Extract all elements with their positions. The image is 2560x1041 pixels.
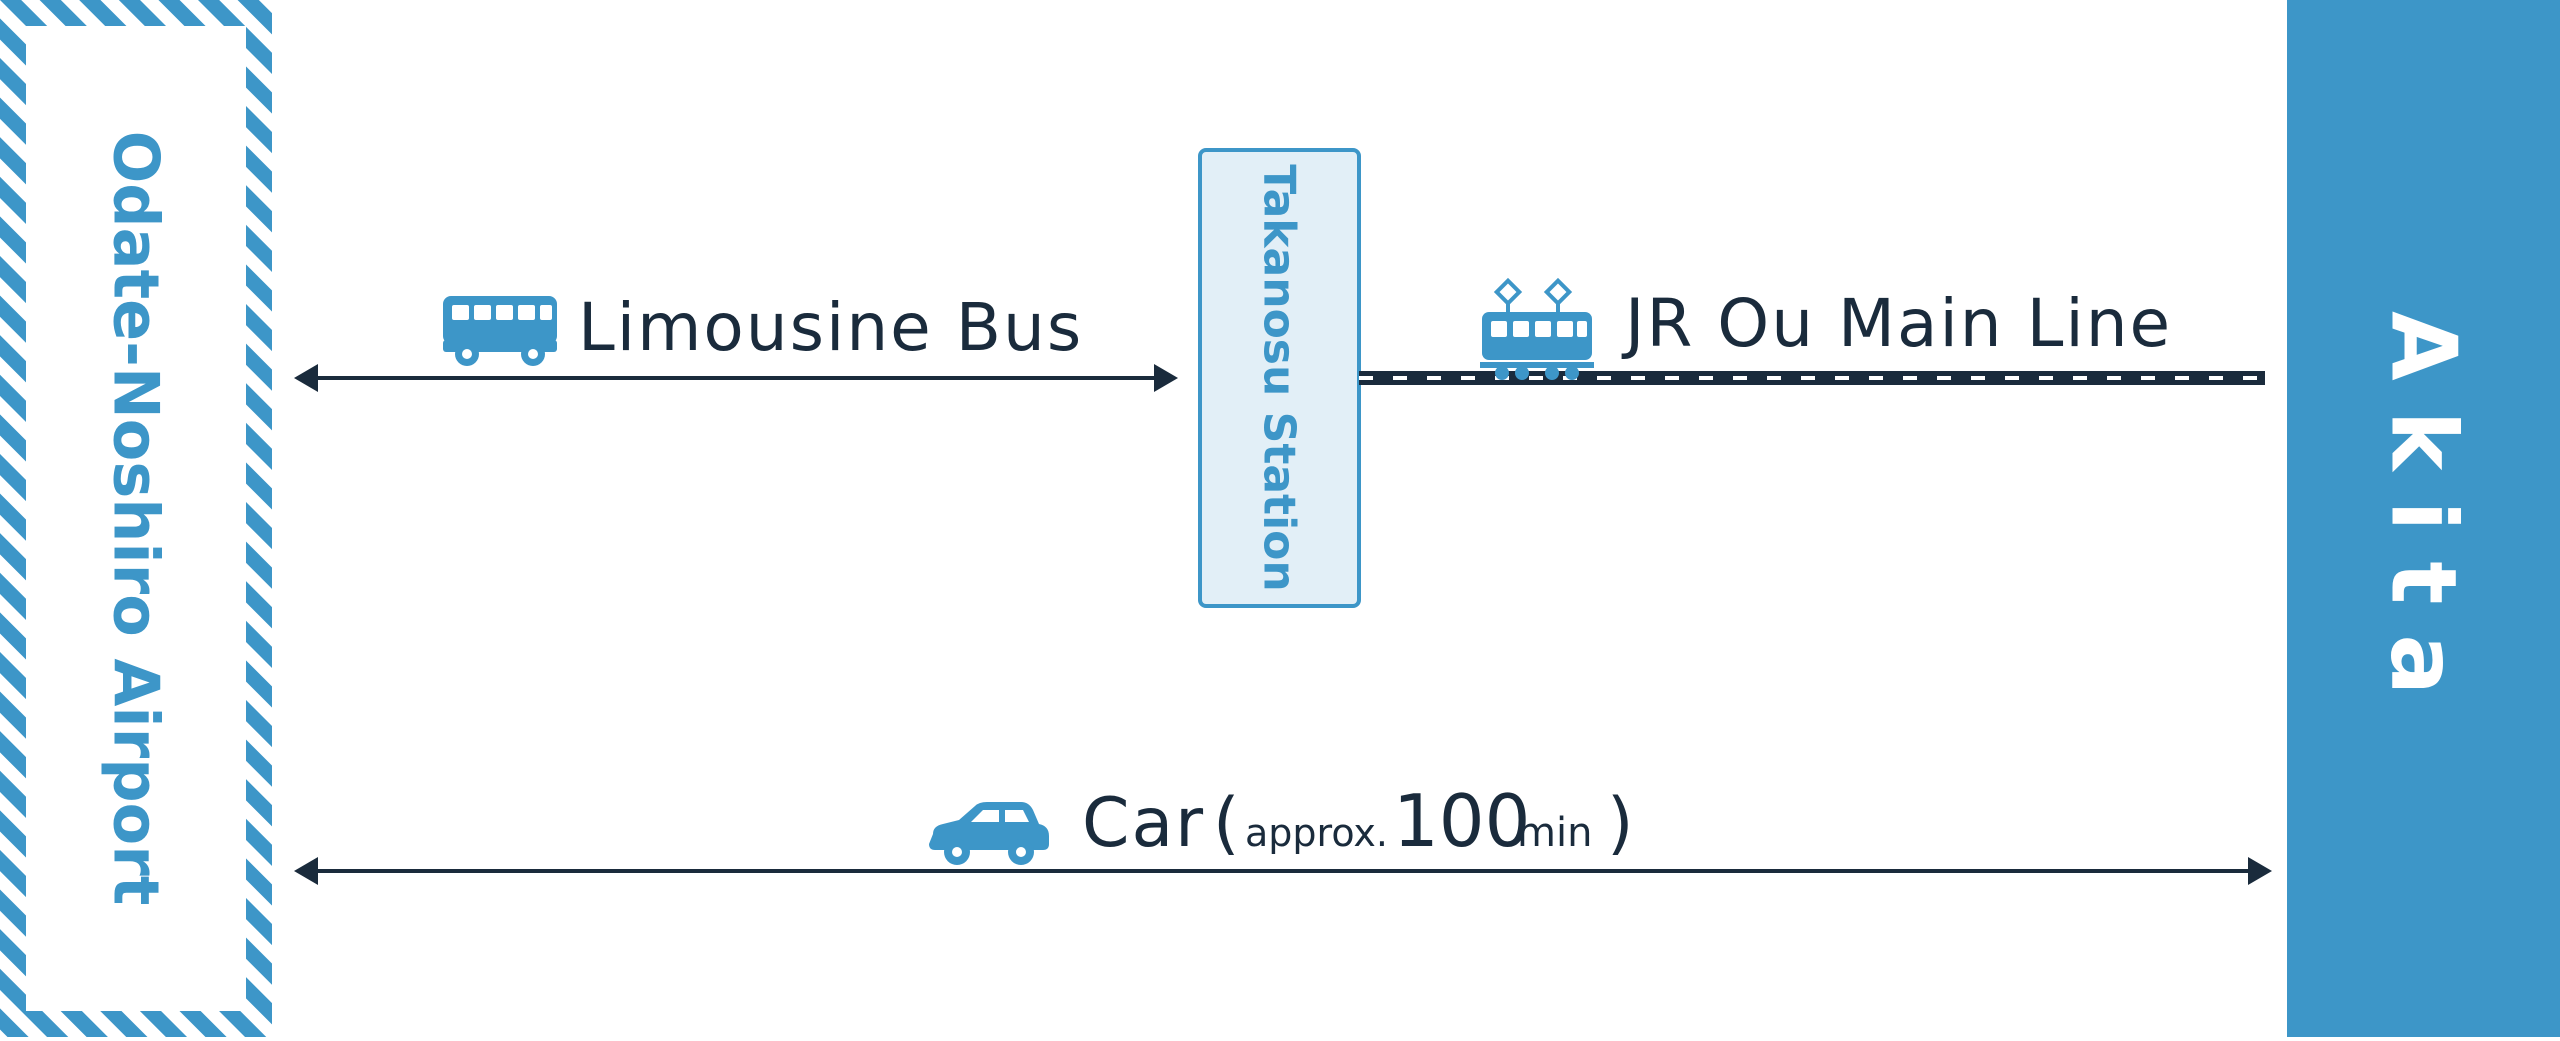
destination-akita-box: Akita [2287,0,2560,1037]
car-duration-unit: min [1517,810,1592,856]
station-name: Takanosu Station [1254,164,1305,591]
car-arrowhead-right [2248,857,2272,885]
transfer-station-box: Takanosu Station [1198,148,1361,608]
destination-name: Akita [2371,311,2476,725]
car-route: Car ( approx. 100 min ) [294,779,2272,885]
rail-route: JR Ou Main Line [1359,277,2265,385]
bus-arrowhead-right [1154,364,1178,392]
rail-route-label: JR Ou Main Line [1621,285,2172,362]
bus-arrowhead-left [294,364,318,392]
car-open-paren: ( [1213,784,1240,863]
train-icon [1480,277,1594,380]
origin-name: Odate-Noshiro Airport [100,131,173,906]
car-arrowhead-left [294,857,318,885]
car-duration-value: 100 [1393,779,1530,863]
destination-box [2287,0,2560,1037]
car-approx-text: approx. [1245,811,1388,855]
bus-icon [443,296,557,366]
bus-route: Limousine Bus [294,289,1178,392]
origin-box-inner [26,26,246,1011]
car-route-label: Car [1082,784,1205,863]
origin-airport-box: Odate-Noshiro Airport [0,0,272,1037]
car-icon [929,802,1049,865]
car-close-paren: ) [1607,784,1634,863]
bus-route-label: Limousine Bus [578,289,1083,366]
